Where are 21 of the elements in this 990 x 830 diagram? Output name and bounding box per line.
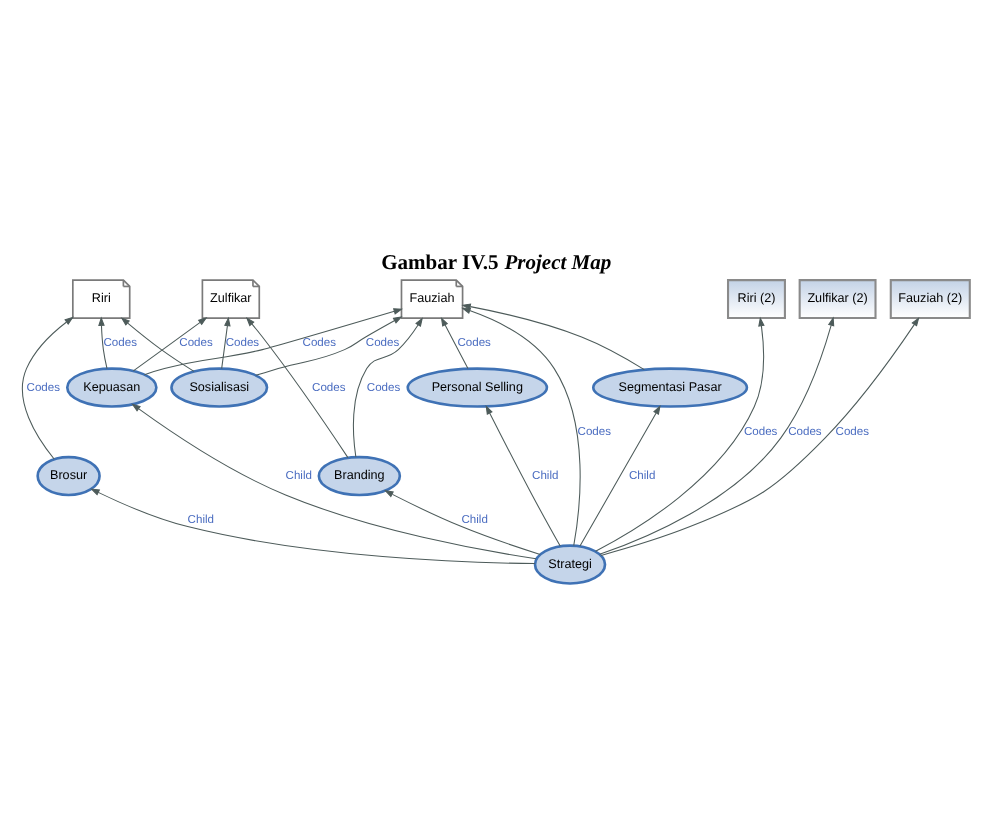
- arrow: [383, 489, 540, 554]
- arrow: [20, 315, 73, 459]
- arrow: [351, 316, 422, 457]
- arrow: [97, 315, 107, 369]
- arrow: [142, 307, 402, 375]
- arrow: [460, 306, 580, 546]
- arrow: [131, 316, 207, 371]
- arrow: [594, 315, 764, 551]
- arrow: [130, 402, 536, 559]
- arrow: [439, 315, 468, 369]
- arrow: [599, 315, 919, 555]
- arrow: [89, 487, 535, 564]
- arrow: [119, 316, 194, 371]
- arrow: [460, 302, 644, 370]
- arrow: [578, 404, 660, 546]
- diagram-title: Gambar IV.5 Project Map: [380, 251, 611, 274]
- arrow: [254, 315, 402, 375]
- arrow: [220, 315, 230, 369]
- arrow: [598, 315, 834, 554]
- arrow: [484, 403, 560, 546]
- arrow: [244, 316, 348, 458]
